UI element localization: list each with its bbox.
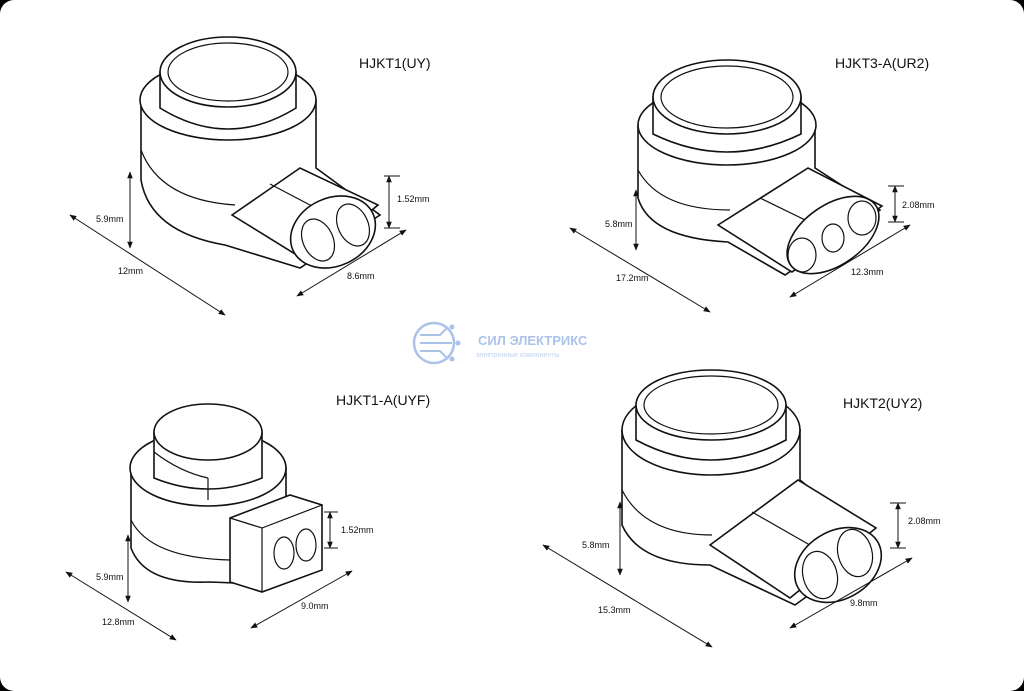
- connector-hjkt1-uy: HJKT1(UY) 5.9mm 12mm 8.6mm 1.52mm: [69, 36, 431, 316]
- connector-hjkt2-uy2: HJKT2(UY2) 5.8mm 15.3mm 9.8mm 2.08mm: [542, 369, 941, 648]
- watermark-tagline: электронные компоненты: [476, 352, 560, 359]
- width-label: 8.6mm: [347, 271, 375, 281]
- dimension-lines: [65, 511, 353, 641]
- height-label: 5.9mm: [96, 214, 124, 224]
- width-label: 12.3mm: [851, 267, 884, 277]
- length-label: 12.8mm: [102, 617, 135, 627]
- height-label: 5.8mm: [582, 540, 610, 550]
- hole-label: 1.52mm: [397, 194, 430, 204]
- dimension-lines: [69, 171, 407, 316]
- hole-label: 2.08mm: [908, 516, 941, 526]
- connector-title: HJKT1-A(UYF): [336, 392, 430, 408]
- height-label: 5.8mm: [605, 219, 633, 229]
- connector-hjkt3-a-ur2: HJKT3-A(UR2) 5.8mm 17.2mm 12.3mm 2.08mm: [569, 55, 935, 313]
- connector-title: HJKT1(UY): [359, 55, 431, 71]
- width-label: 9.0mm: [301, 601, 329, 611]
- watermark-name: СИЛ ЭЛЕКТРИКС: [478, 333, 588, 348]
- hole-label: 1.52mm: [341, 525, 374, 535]
- connector-title: HJKT2(UY2): [843, 395, 922, 411]
- length-label: 12mm: [118, 266, 143, 276]
- dimension-lines: [542, 501, 913, 648]
- width-label: 9.8mm: [850, 598, 878, 608]
- watermark: СИЛ ЭЛЕКТРИКС электронные компоненты: [412, 321, 588, 365]
- connector-body: [637, 59, 884, 276]
- connector-body: [129, 403, 323, 593]
- connector-body: [139, 36, 382, 269]
- dimension-lines: [569, 185, 911, 313]
- hole-label: 2.08mm: [902, 200, 935, 210]
- length-label: 17.2mm: [616, 273, 649, 283]
- connector-hjkt1-a-uyf: HJKT1-A(UYF) 5.9mm 12.8mm 9.0mm 1.52mm: [65, 392, 430, 641]
- connector-title: HJKT3-A(UR2): [835, 55, 929, 71]
- circuit-brain-icon: [412, 321, 461, 365]
- height-label: 5.9mm: [96, 572, 124, 582]
- length-label: 15.3mm: [598, 605, 631, 615]
